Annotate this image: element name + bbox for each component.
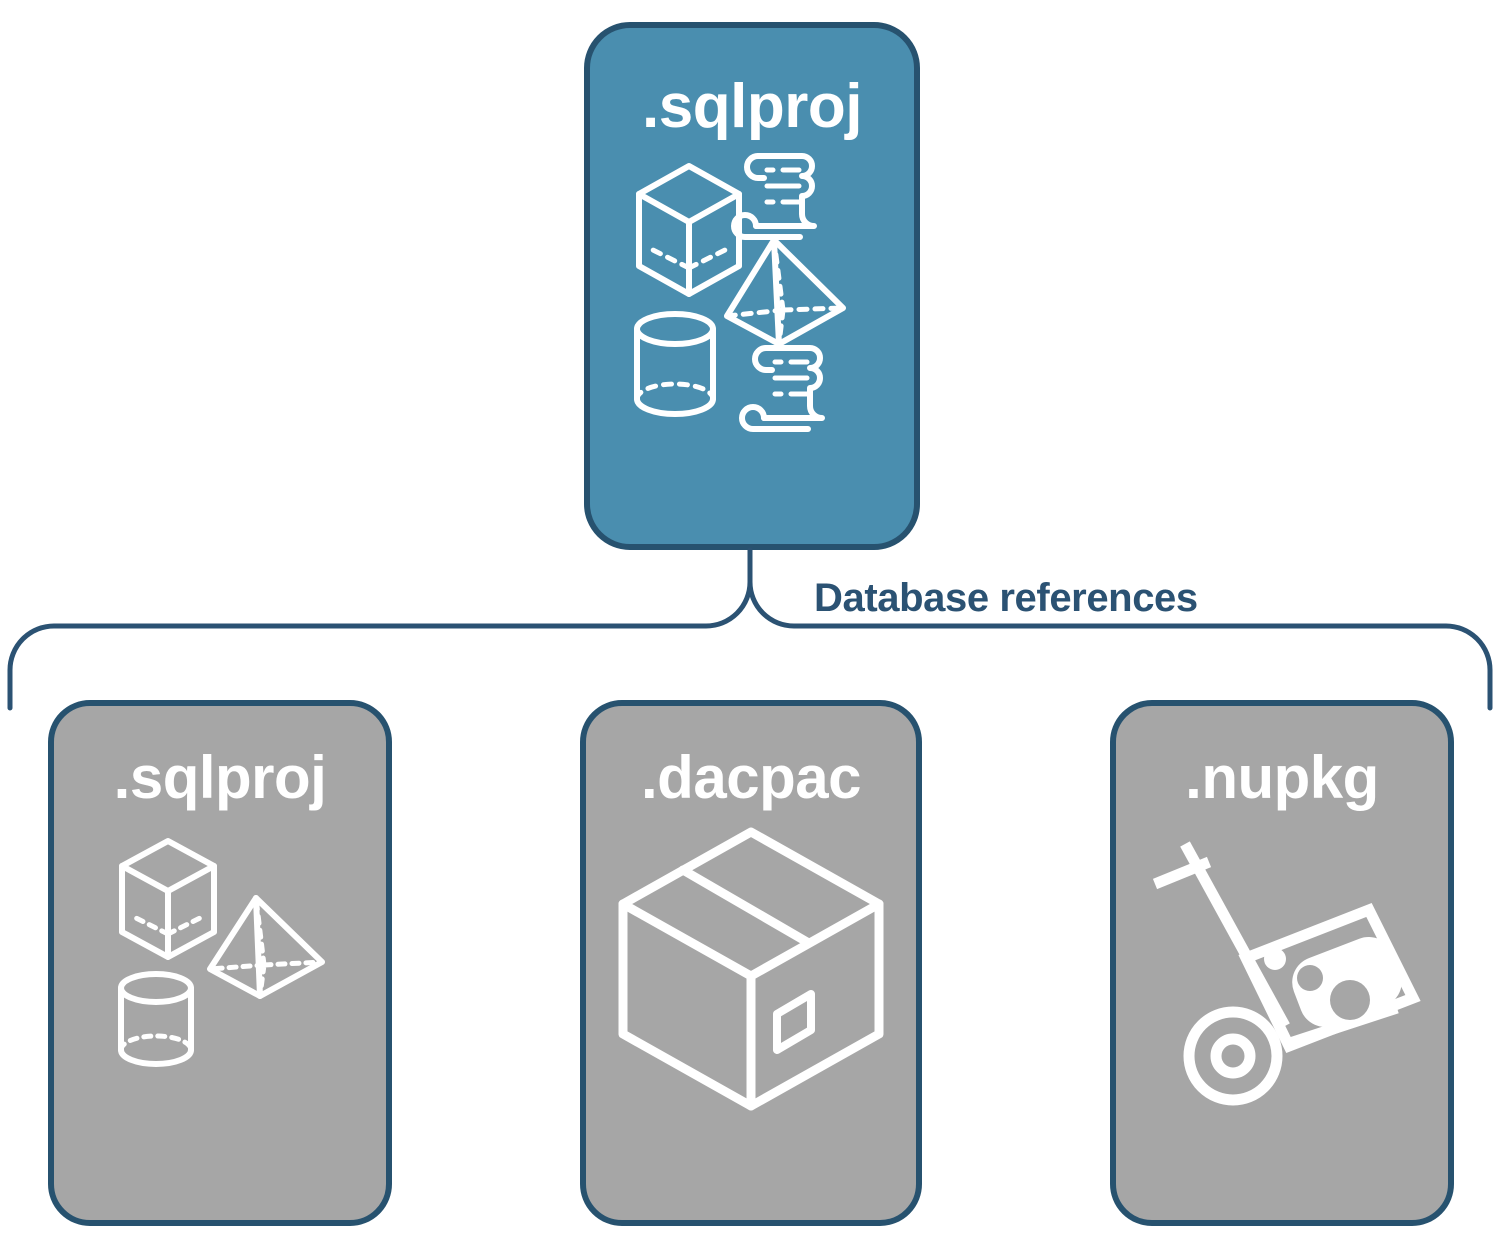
shipping-box-icon bbox=[618, 827, 884, 1111]
card-child-nupkg-title: .nupkg bbox=[1185, 744, 1379, 811]
pyramid-wireframe-icon bbox=[724, 237, 846, 347]
cube-wireframe-icon bbox=[636, 163, 742, 297]
card-child-dacpac-artwork bbox=[586, 824, 916, 1220]
cube-wireframe-icon bbox=[119, 838, 217, 960]
database-references-label: Database references bbox=[814, 576, 1198, 620]
scroll-icon bbox=[731, 153, 817, 240]
bracket-connector bbox=[7, 547, 1493, 711]
card-child-dacpac[interactable]: .dacpac bbox=[580, 700, 922, 1226]
sqlproj-icon-group bbox=[118, 838, 325, 1067]
card-root-sqlproj[interactable]: .sqlproj bbox=[584, 22, 920, 550]
card-root-artwork bbox=[590, 144, 914, 544]
card-child-sqlproj-title: .sqlproj bbox=[113, 744, 327, 811]
cylinder-wireframe-icon bbox=[634, 311, 716, 417]
pyramid-wireframe-icon bbox=[207, 895, 325, 999]
card-child-dacpac-title: .dacpac bbox=[641, 744, 861, 811]
card-child-nupkg[interactable]: .nupkg bbox=[1110, 700, 1454, 1226]
nupkg-icon-group bbox=[1152, 841, 1421, 1106]
card-child-nupkg-artwork bbox=[1116, 830, 1448, 1220]
nuget-package-icon bbox=[1238, 903, 1421, 1053]
cylinder-wireframe-icon bbox=[118, 971, 194, 1067]
root-icon-group bbox=[634, 153, 846, 432]
card-child-sqlproj-artwork bbox=[54, 836, 386, 1220]
card-root-title: .sqlproj bbox=[642, 72, 862, 141]
bracket-path bbox=[7, 547, 1493, 711]
card-child-sqlproj[interactable]: .sqlproj bbox=[48, 700, 392, 1226]
scroll-icon bbox=[739, 345, 825, 432]
